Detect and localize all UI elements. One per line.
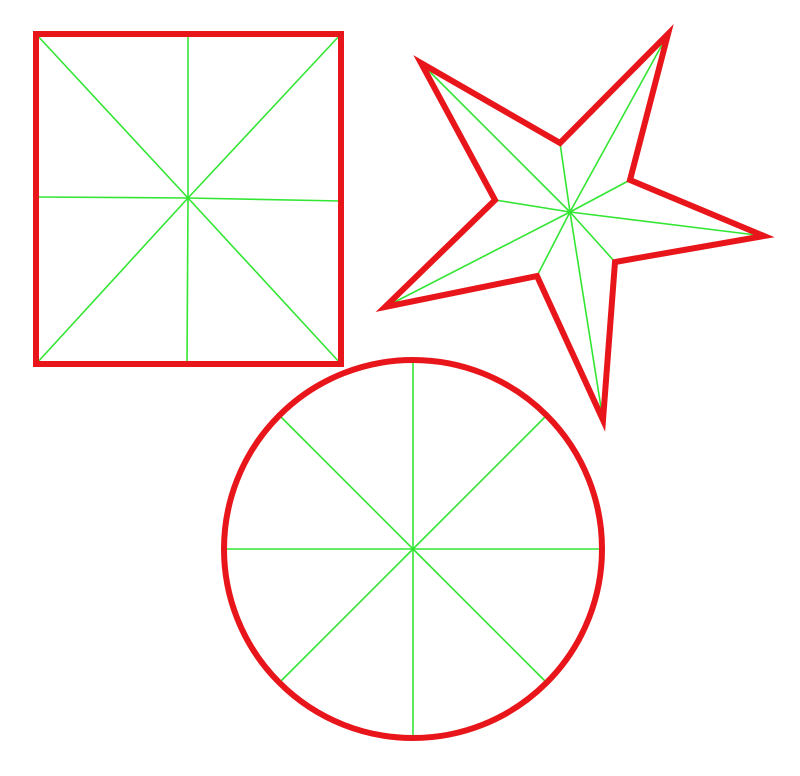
circle-shape: [221, 357, 605, 741]
star-spoke-outer-1: [569, 33, 669, 213]
rectangle-spoke-bottom-left: [35, 197, 189, 365]
star-spoke-inner-4: [494, 199, 571, 213]
rectangle-spokes: [35, 33, 342, 365]
circle-spoke-bottom-right: [412, 548, 547, 683]
star-outline: [375, 23, 775, 432]
star-spoke-outer-2: [569, 211, 765, 237]
circle-spoke-bottom-left: [279, 548, 414, 683]
circle-spokes: [225, 359, 603, 739]
circle-spoke-top-left: [279, 415, 414, 550]
rectangle-spoke-top-left: [35, 33, 189, 199]
rectangle-spoke-top-right: [187, 33, 342, 199]
rectangle-spoke-right: [187, 197, 342, 202]
star-spoke-inner-1: [569, 179, 631, 213]
rectangle-shape: [33, 31, 344, 367]
circle-spoke-top-right: [412, 415, 547, 550]
rectangle-spoke-bottom-right: [187, 197, 342, 365]
star-spoke-outer-5: [420, 62, 571, 213]
rectangle-outline: [33, 31, 344, 367]
star-spoke-outer-4: [384, 211, 571, 308]
circle-outline: [221, 357, 605, 741]
star-spoke-inner-5: [559, 142, 571, 213]
star-shape: [375, 23, 775, 432]
star-spoke-inner-3: [536, 211, 571, 277]
star-spoke-inner-2: [569, 211, 616, 263]
star-spokes: [384, 33, 765, 421]
star-spoke-outer-3: [569, 211, 604, 421]
rectangle-spoke-left: [35, 196, 189, 199]
rectangle-spoke-bottom: [186, 197, 189, 365]
